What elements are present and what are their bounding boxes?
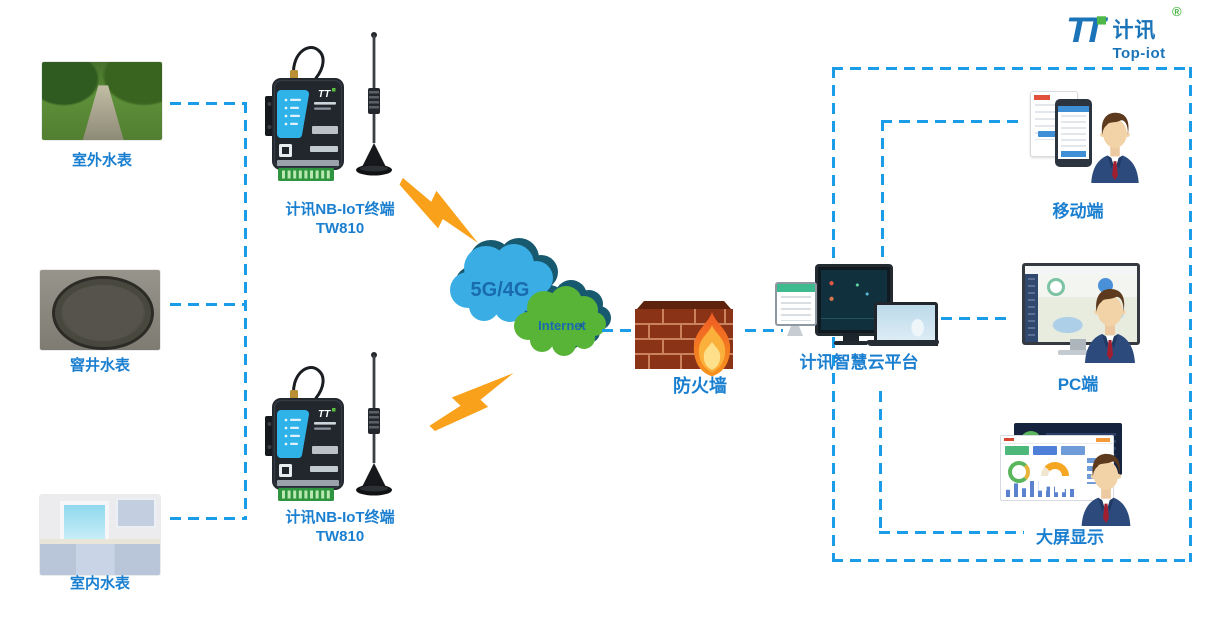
platform-imac-screen	[775, 282, 817, 326]
pc-client-label: PC端	[1057, 375, 1099, 394]
manhole-meter-photo	[40, 270, 160, 350]
cloud-5g4g	[450, 244, 553, 322]
connector-platform-screen-h	[879, 531, 1024, 534]
kitchen-counter	[40, 539, 160, 544]
cloud-art: 5G/4G Internet	[450, 238, 611, 356]
cloud-internet-label: Internet	[538, 318, 586, 333]
nbiot-terminal-1-art: TT	[265, 32, 392, 181]
businessman-icon	[1086, 109, 1144, 183]
clients-boundary-top	[832, 67, 1192, 70]
platform-imac-stand	[787, 326, 803, 336]
cloud-platform	[775, 262, 943, 358]
pc-stat-ring	[1047, 278, 1065, 296]
garden-path	[82, 85, 124, 140]
bigscreen-card-green	[1005, 446, 1029, 455]
cloud-5g4g-label: 5G/4G	[471, 279, 530, 301]
pc-client	[1022, 263, 1142, 368]
indoor-meter-photo	[40, 495, 160, 575]
network-clouds: 5G/4G Internet	[448, 238, 613, 358]
phone-back-button	[1038, 131, 1058, 137]
bigscreen-client	[1000, 423, 1150, 526]
bigscreen-donut-chart	[1008, 461, 1030, 483]
clients-boundary-right	[1189, 67, 1192, 562]
bigscreen-header	[1001, 436, 1113, 444]
device-tt-logo: TT	[318, 89, 331, 100]
device-2-label-line2: TW810	[315, 527, 365, 545]
connector-meter-bus	[244, 102, 247, 520]
device-1-label: 计讯NB-IoT终端 TW810	[270, 201, 410, 239]
logo-brand-cn: 计讯	[1112, 19, 1157, 42]
firewall-label: 防火墙	[673, 376, 727, 396]
bigscreen-gauge-chart	[1041, 462, 1069, 476]
connector-manhole	[170, 303, 246, 306]
device-1-label-line2: TW810	[315, 219, 365, 237]
logo-green-square	[1097, 16, 1107, 25]
clients-boundary-bottom	[832, 559, 1192, 562]
cloud-internet	[514, 286, 606, 356]
platform-laptop-screen	[874, 302, 938, 346]
platform-imac	[775, 282, 817, 338]
mobile-client	[1030, 85, 1148, 197]
connector-indoor	[170, 517, 246, 520]
bigscreen-card-blue	[1033, 446, 1057, 455]
indoor-meter-label: 室内水表	[69, 575, 130, 592]
outdoor-meter-label: 室外水表	[71, 152, 132, 169]
mobile-client-label: 移动端	[1052, 202, 1104, 221]
connector-outdoor	[170, 102, 246, 105]
platform-laptop	[867, 302, 939, 348]
bigscreen-bar-chart	[1006, 481, 1076, 497]
logo-wordmark: 计讯 ® Top-iot	[1112, 4, 1181, 62]
topiot-logo-mark: TT	[1066, 10, 1108, 52]
manhole-cover	[52, 275, 154, 350]
businessman-icon	[1080, 285, 1140, 363]
logo-tt-text: TT	[1066, 11, 1106, 51]
registered-mark: ®	[1172, 4, 1182, 19]
pc-monitor-stand	[1070, 339, 1086, 350]
businessman-icon	[1076, 450, 1136, 526]
phone-screen-button	[1061, 151, 1086, 157]
kitchen-cabinet-bottom	[40, 543, 160, 575]
nbiot-terminal-2: TT	[264, 348, 394, 508]
outdoor-meter-photo	[42, 62, 162, 140]
nbiot-terminal-2-art: TT	[265, 352, 392, 501]
manhole-meter-label: 窨井水表	[69, 357, 130, 374]
topiot-logo: TT 计讯 ® Top-iot	[1066, 4, 1216, 62]
lightning-icon	[387, 170, 493, 253]
lightning-icon	[423, 350, 521, 451]
pc-monitor-base	[1058, 350, 1098, 355]
connector-platform-mobile-h	[881, 120, 1024, 123]
fire-icon	[685, 312, 739, 378]
nbiot-terminal-1: TT	[264, 28, 394, 188]
kitchen-cabinet-top	[116, 498, 157, 528]
phone-screen	[1058, 106, 1089, 159]
bigscreen-client-label: 大屏显示	[1036, 528, 1104, 547]
logo-brand-en: Top-iot	[1112, 45, 1166, 62]
bigscreen-card-lightblue	[1061, 446, 1085, 455]
connector-platform-screen-v	[879, 391, 882, 533]
connector-platform-pc	[941, 317, 1013, 320]
connector-platform-mobile-v	[881, 120, 884, 260]
device-2-label: 计讯NB-IoT终端 TW810	[270, 509, 410, 547]
phone-front	[1055, 99, 1092, 167]
device-tt-logo: TT	[318, 409, 331, 420]
platform-monitor-base	[834, 341, 868, 345]
platform-label: 计讯智慧云平台	[799, 353, 919, 372]
pc-sidebar	[1025, 274, 1038, 342]
connector-cloud-firewall	[602, 329, 638, 332]
platform-laptop-base	[867, 340, 939, 346]
connector-firewall-platform	[745, 329, 783, 332]
device-2-label-line1: 计讯NB-IoT终端	[285, 509, 395, 526]
device-1-label-line1: 计讯NB-IoT终端	[285, 201, 395, 218]
platform-monitor-stand	[843, 333, 859, 341]
